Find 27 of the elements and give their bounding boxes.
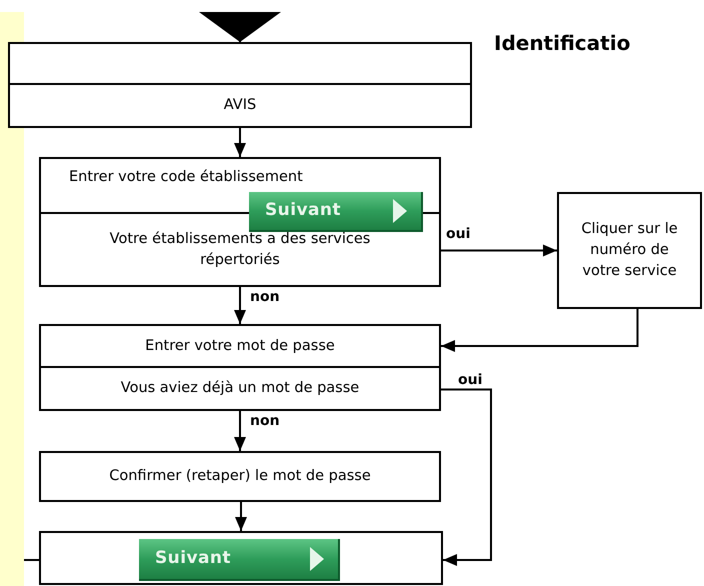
- empty-box: [8, 42, 472, 85]
- process-box: [39, 451, 441, 502]
- node-text: Confirmer (retaper) le mot de passe: [109, 467, 371, 486]
- node-text: Entrer votre mot de passe: [145, 336, 335, 356]
- process-box: [557, 192, 702, 309]
- arrow: [234, 287, 246, 324]
- node-text: Entrer votre code établissement: [69, 168, 303, 187]
- node-text: AVIS: [224, 96, 256, 115]
- node-text: Vous aviez déjà un mot de passe: [120, 379, 360, 398]
- next-button: Suivant: [139, 539, 340, 581]
- arrow: [234, 411, 246, 451]
- empty-box: [39, 531, 443, 585]
- process-box: [39, 324, 441, 368]
- process-box: [8, 85, 472, 128]
- process-box: [39, 214, 441, 287]
- arrow: [199, 12, 281, 42]
- arrow: [441, 388, 492, 566]
- node-text: Cliquer sur le numéro de votre service: [580, 220, 679, 281]
- arrow: [234, 128, 246, 157]
- next-button: Suivant: [249, 192, 423, 232]
- node-text: Votre établissements a des services répertoriés: [108, 230, 372, 270]
- process-box: [39, 368, 441, 411]
- side-band: [0, 12, 24, 586]
- arrow: [441, 309, 638, 352]
- arrow: [441, 244, 557, 256]
- title: Identificatio: [494, 30, 630, 57]
- arrow: [235, 502, 247, 531]
